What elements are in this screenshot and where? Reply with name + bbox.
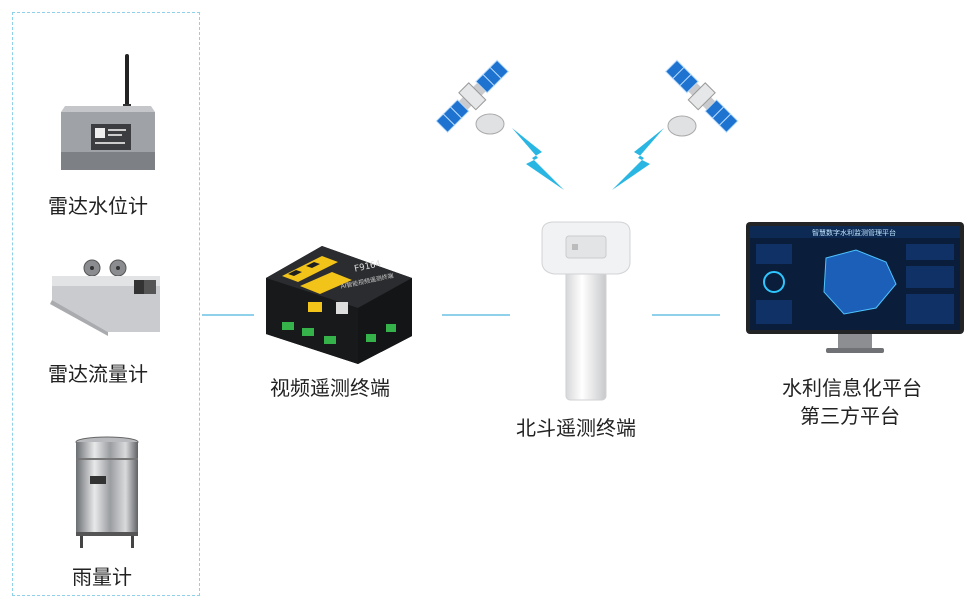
rain-gauge-label: 雨量计 xyxy=(72,565,132,589)
connector-sensors-to-video xyxy=(202,314,254,316)
satellite-right-icon xyxy=(660,54,742,144)
beidou-telemetry-terminal-device xyxy=(536,218,636,402)
signal-bolt-right-icon xyxy=(612,128,664,190)
video-terminal-label: 视频遥测终端 xyxy=(270,376,390,400)
platform-screen-title: 智慧数字水利监测管理平台 xyxy=(812,229,896,237)
signal-bolt-left-icon xyxy=(512,128,564,190)
connector-beidou-to-platform xyxy=(652,314,720,316)
radar-level-gauge-device xyxy=(55,52,160,177)
platform-label-line2: 第三方平台 xyxy=(800,404,900,428)
radar-level-label: 雷达水位计 xyxy=(48,194,148,218)
radar-flow-label: 雷达流量计 xyxy=(48,362,148,386)
platform-label-line1: 水利信息化平台 xyxy=(782,376,922,400)
satellite-left-icon xyxy=(432,54,514,140)
video-telemetry-terminal-device xyxy=(262,238,418,368)
radar-flow-meter-device xyxy=(48,258,166,340)
sensor-group-box xyxy=(12,12,200,596)
platform-monitor xyxy=(746,222,964,354)
beidou-terminal-label: 北斗遥测终端 xyxy=(516,416,636,440)
connector-video-to-beidou xyxy=(442,314,510,316)
rain-gauge-device xyxy=(74,436,140,550)
